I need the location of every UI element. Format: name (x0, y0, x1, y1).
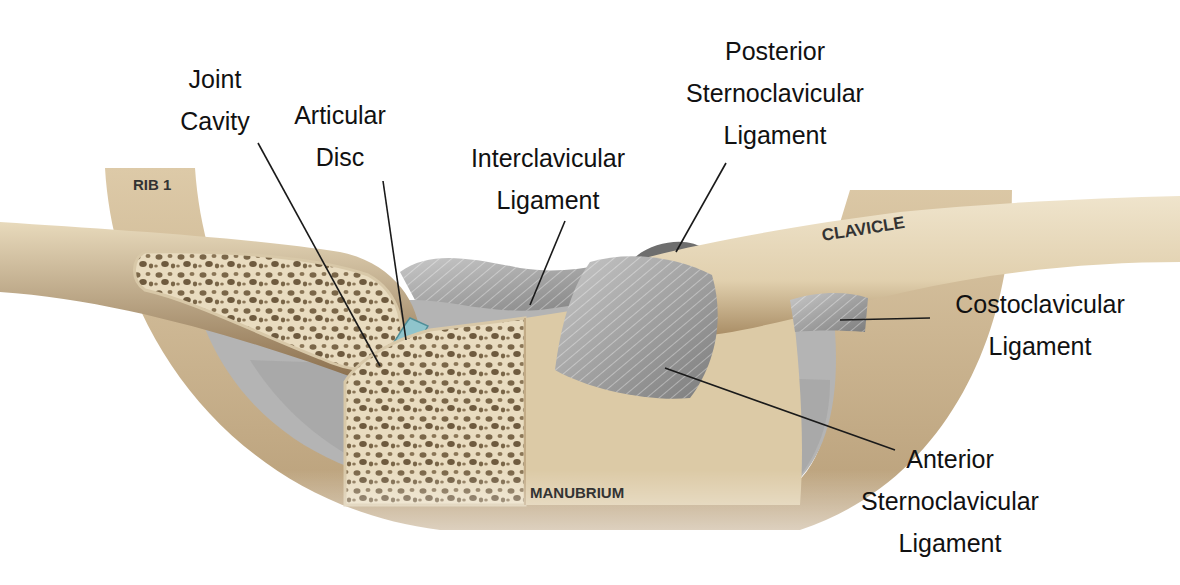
part-label: Interclavicular Ligament (443, 137, 653, 221)
part-label: Posterior Sternoclavicular Ligament (665, 30, 885, 156)
part-label: Articular Disc (275, 94, 405, 178)
part-label: Joint Cavity (155, 58, 275, 142)
bone-label: RIB 1 (133, 176, 171, 193)
part-label: Costoclavicular Ligament (935, 283, 1145, 367)
bone-label: MANUBRIUM (530, 484, 624, 501)
part-label: Anterior Sternoclavicular Ligament (840, 438, 1060, 564)
